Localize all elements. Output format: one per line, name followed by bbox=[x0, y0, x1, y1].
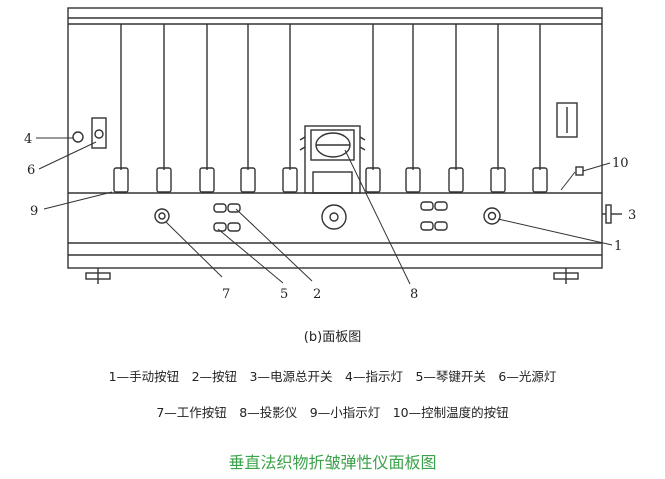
legend-line-1: 1—手动按钮 2—按钮 3—电源总开关 4—指示灯 5—琴键开关 6—光源灯 bbox=[108, 369, 557, 384]
callout-6: 6 bbox=[27, 163, 35, 178]
callout-1: 1 bbox=[614, 239, 622, 254]
piano-key-switch-right[interactable] bbox=[420, 221, 448, 231]
projector bbox=[299, 125, 366, 194]
gear-wheel bbox=[321, 204, 347, 230]
light-source-lamp bbox=[94, 129, 104, 139]
foot-right bbox=[553, 268, 579, 284]
button-pair-right[interactable] bbox=[420, 201, 448, 211]
panel-diagram: 4 6 9 7 5 2 8 1 3 10 bbox=[24, 7, 636, 300]
light-source-housing bbox=[91, 117, 107, 149]
figure-title: 垂直法织物折皱弹性仪面板图 bbox=[228, 453, 437, 472]
callout-5: 5 bbox=[280, 287, 288, 300]
work-button[interactable] bbox=[154, 208, 170, 224]
callout-10: 10 bbox=[612, 156, 629, 171]
piano-key-switch-left[interactable] bbox=[213, 222, 241, 232]
foot-left bbox=[85, 268, 111, 284]
power-switch[interactable] bbox=[602, 204, 622, 224]
callout-3: 3 bbox=[628, 208, 636, 223]
callout-9: 9 bbox=[30, 204, 38, 219]
callout-8: 8 bbox=[410, 287, 418, 300]
callout-4: 4 bbox=[24, 132, 32, 147]
hanging-rods bbox=[120, 24, 541, 170]
callout-7: 7 bbox=[222, 287, 230, 300]
temperature-button bbox=[575, 166, 584, 176]
figure-subcaption: (b)面板图 bbox=[303, 330, 362, 345]
legend-line-2: 7—工作按钮 8—投影仪 9—小指示灯 10—控制温度的按钮 bbox=[156, 405, 509, 420]
callout-2: 2 bbox=[313, 287, 321, 300]
indicator-light bbox=[72, 131, 84, 143]
manual-button[interactable] bbox=[483, 207, 501, 225]
specimen-clips bbox=[113, 167, 548, 193]
button-pair-left[interactable] bbox=[213, 203, 241, 213]
leader-lines bbox=[36, 137, 613, 285]
gauge bbox=[556, 102, 578, 138]
